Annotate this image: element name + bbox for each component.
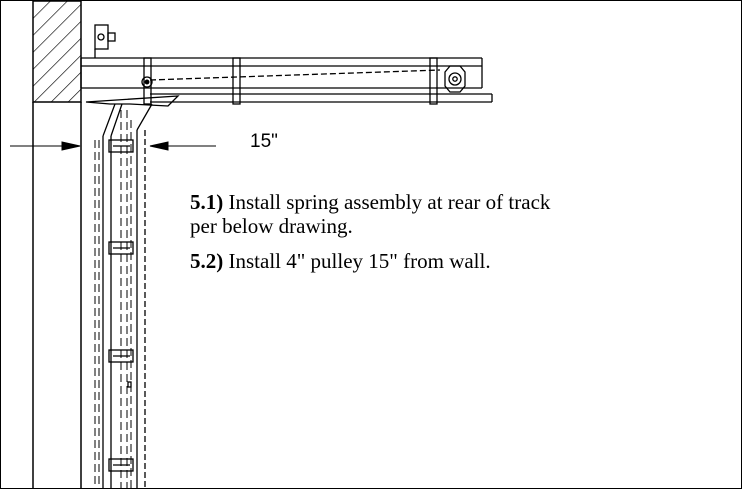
wall-jamb [32,102,82,489]
spring-end-nut [444,65,466,93]
step-5-1: 5.1) Install spring assembly at rear of … [190,190,570,238]
step-5-2: 5.2) Install 4" pulley 15" from wall. [190,249,570,273]
instructions: 5.1) Install spring assembly at rear of … [190,190,570,284]
step-number: 5.2) [190,249,224,273]
step-number: 5.1) [190,190,224,214]
wall-header [32,0,82,103]
spring-tube [80,57,483,89]
step-text: Install 4" pulley 15" from wall. [223,249,491,273]
vertical-track [102,103,153,489]
dimension-arrows [10,141,216,151]
dimension-label: 15" [250,131,278,152]
track-hangers [143,57,438,105]
roller-brackets [108,139,134,472]
horizontal-track [150,93,493,103]
door-outline [94,110,132,489]
step-text: Install spring assembly at rear of track… [190,190,551,238]
header-bracket [94,24,116,58]
track-pulley [141,76,153,88]
flag-bracket [85,95,180,107]
